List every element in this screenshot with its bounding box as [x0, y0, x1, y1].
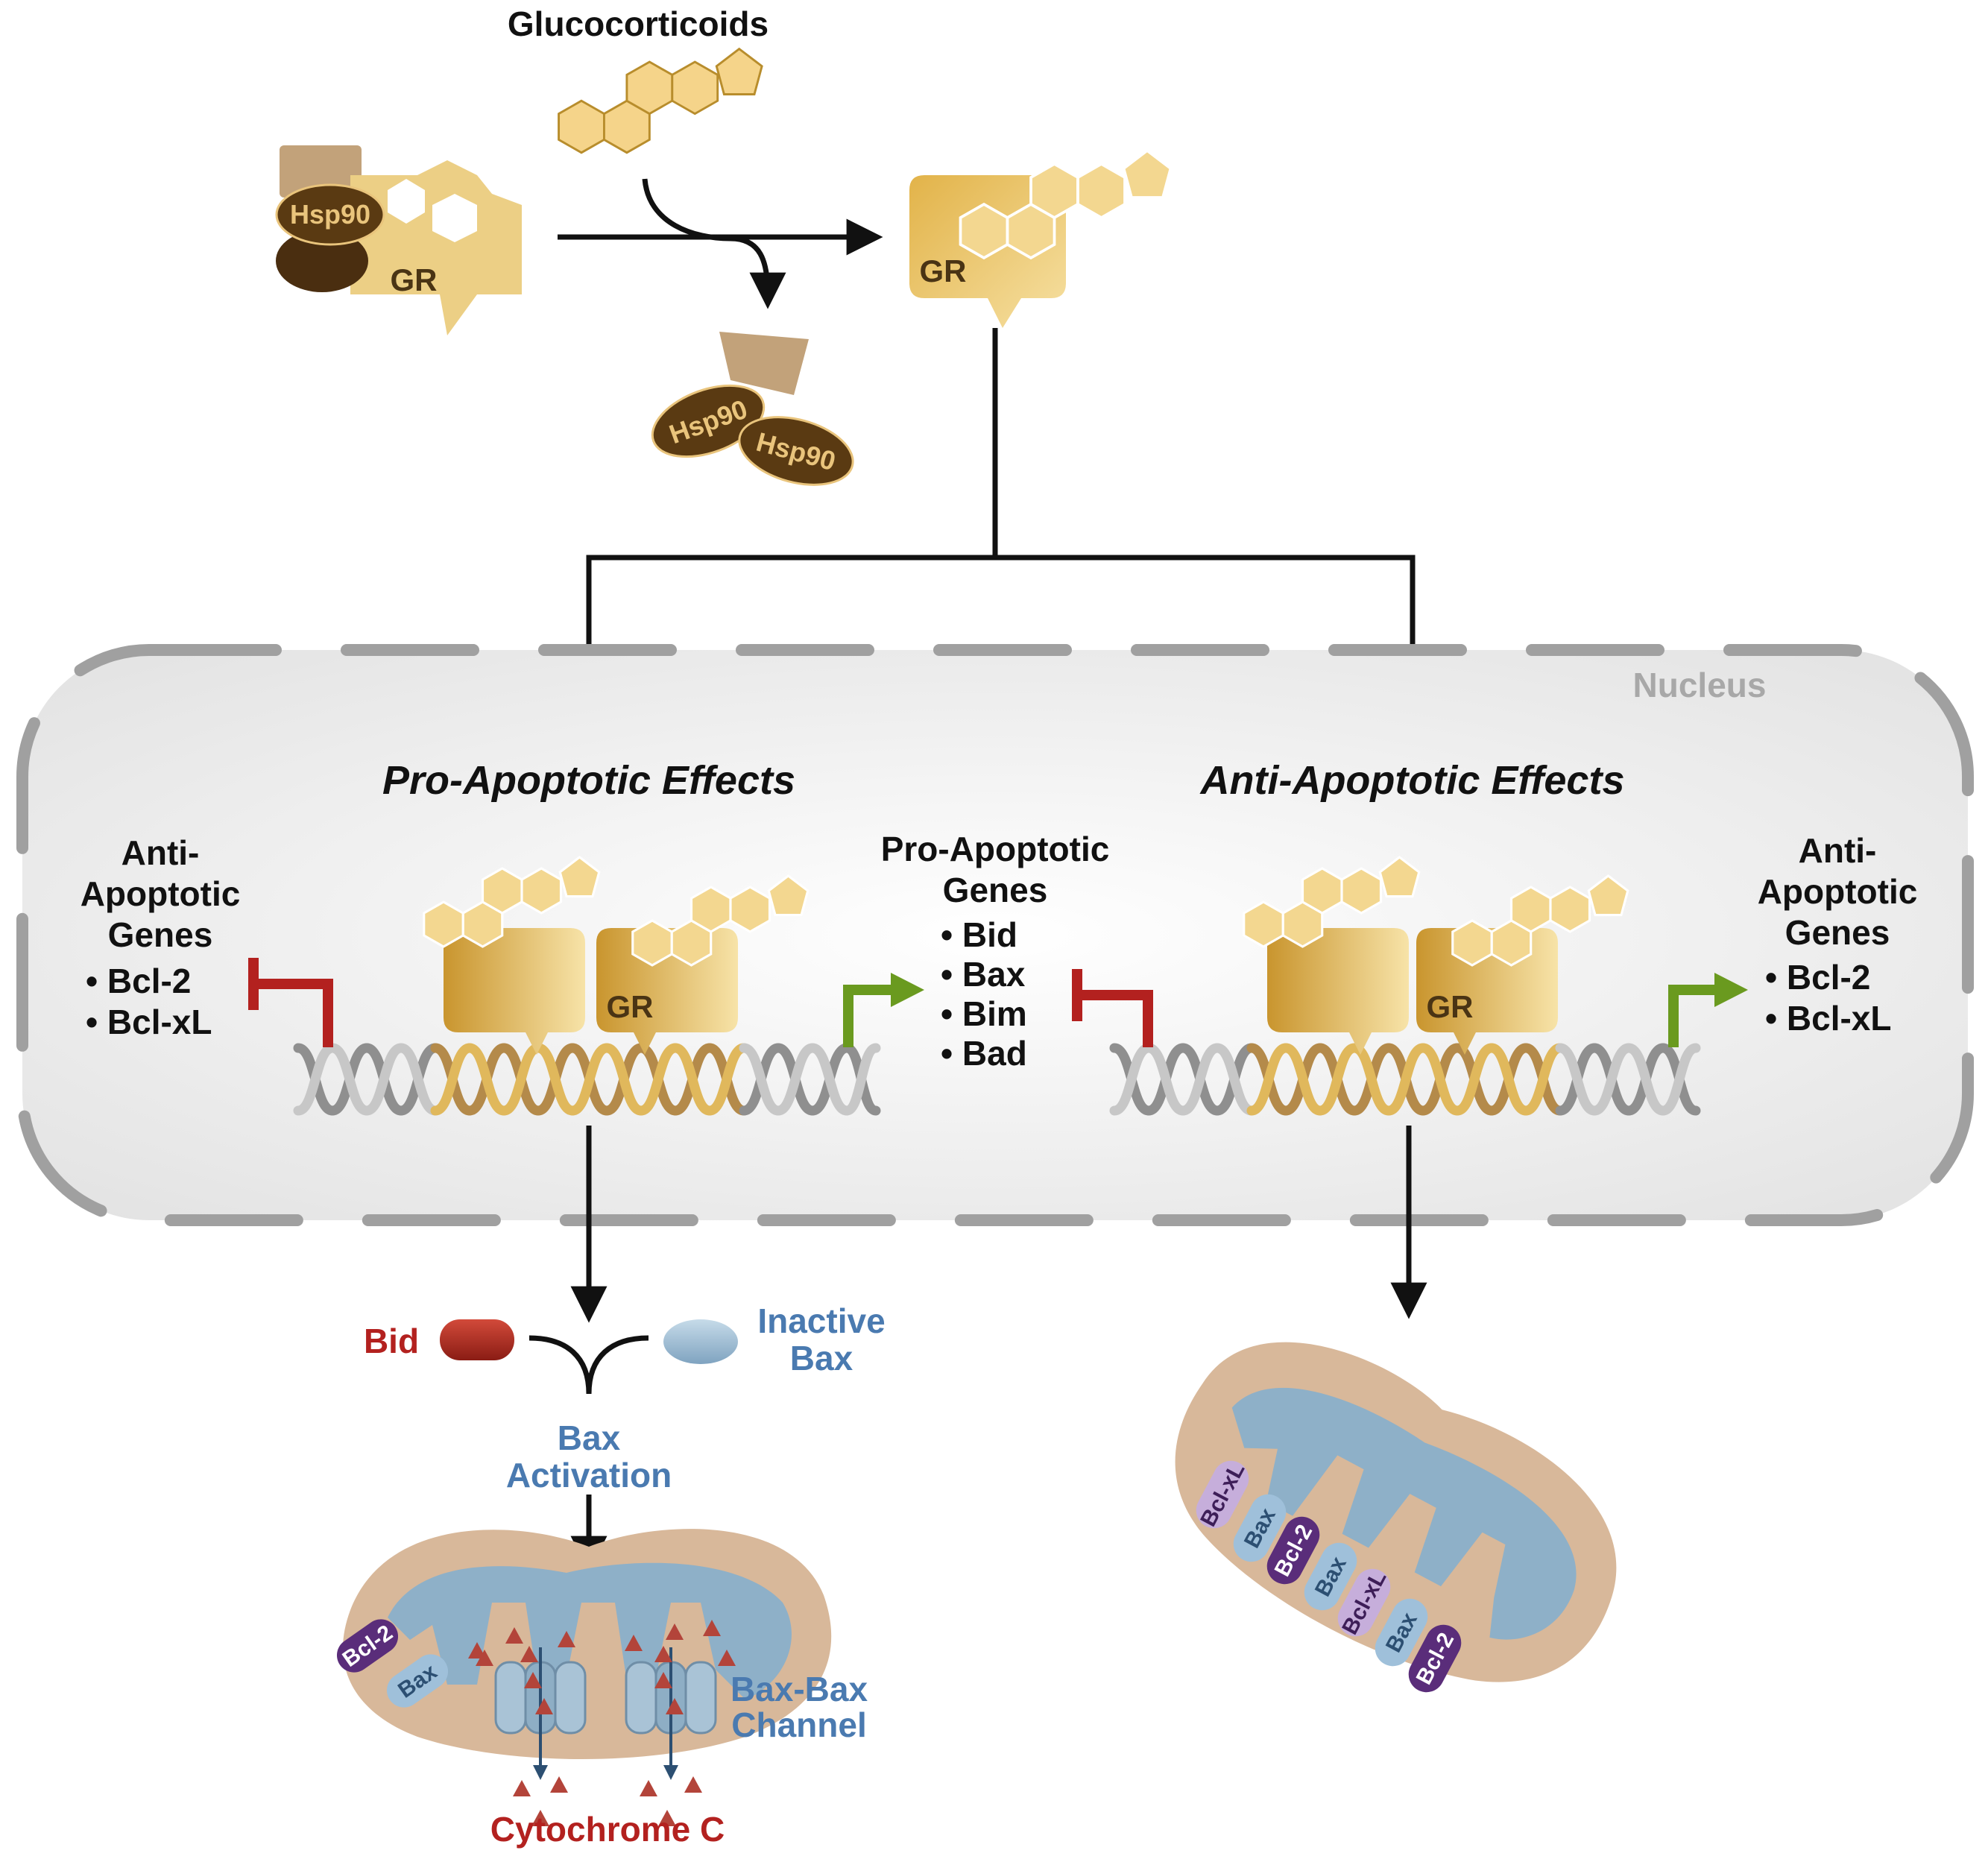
- activation-arrow-pro-head: [891, 973, 924, 1007]
- activated-gr: GR: [909, 149, 1173, 328]
- gr-dimer-left: GR: [423, 856, 810, 1055]
- mitochondrion-right: [1175, 1342, 1617, 1682]
- anti-apoptotic-genes-right: Anti- Apoptotic Genes • Bcl-2 • Bcl-xL: [1758, 831, 1918, 1038]
- svg-text:• Bcl-xL: • Bcl-xL: [1765, 999, 1891, 1038]
- hsp90-label: Hsp90: [290, 199, 370, 230]
- pro-apoptotic-effects-heading: Pro-Apoptotic Effects: [382, 758, 795, 803]
- gr-dimer-right: GR: [1243, 856, 1629, 1055]
- inhibition-bar-right: [1077, 990, 1153, 1047]
- bid-label: Bid: [364, 1322, 419, 1360]
- converge-bracket: [528, 1335, 649, 1395]
- released-hsp90: Hsp90 Hsp90: [651, 332, 854, 486]
- anti-apoptotic-effects-heading: Anti-Apoptotic Effects: [1199, 758, 1625, 803]
- bax-activation-label-1: Bax: [558, 1418, 621, 1457]
- gr-label: GR: [1427, 989, 1474, 1024]
- hsp90-release-arrow: [642, 178, 786, 309]
- inactive-bax-protein: [663, 1319, 738, 1364]
- svg-text:• Bcl-2: • Bcl-2: [1765, 958, 1870, 997]
- dna-helix-right: [1109, 1043, 1701, 1116]
- svg-text:Genes: Genes: [1785, 913, 1890, 952]
- dna-helix-left: [293, 1043, 881, 1116]
- svg-text:• Bcl-2: • Bcl-2: [86, 962, 191, 1000]
- svg-text:Anti-: Anti-: [1799, 831, 1877, 870]
- nucleus: Nucleus: [16, 644, 1974, 1226]
- svg-text:Apoptotic: Apoptotic: [1758, 872, 1918, 911]
- svg-text:Genes: Genes: [108, 915, 213, 954]
- cytochrome-c-label: Cytochrome C: [490, 1810, 725, 1849]
- cytochrome-c-particles: [468, 1620, 736, 1826]
- gr-label: GR: [391, 262, 438, 297]
- svg-text:Pro-Apoptotic: Pro-Apoptotic: [881, 830, 1110, 868]
- svg-text:• Bim: • Bim: [941, 994, 1027, 1033]
- svg-text:Anti-: Anti-: [122, 833, 200, 872]
- bax-channel-label-1: Bax-Bax: [730, 1670, 868, 1708]
- gr-label: GR: [920, 253, 967, 288]
- pro-apoptotic-genes: Pro-Apoptotic Genes • Bid • Bax • Bim • …: [881, 830, 1110, 1073]
- glucocorticoid-molecule: [558, 48, 763, 154]
- svg-text:Apoptotic: Apoptotic: [81, 874, 241, 913]
- gr-label: GR: [607, 989, 654, 1024]
- svg-text:• Bad: • Bad: [941, 1034, 1027, 1073]
- svg-text:• Bax: • Bax: [941, 955, 1026, 994]
- svg-text:Genes: Genes: [943, 871, 1048, 909]
- svg-text:• Bid: • Bid: [941, 915, 1017, 954]
- title-glucocorticoids: Glucocorticoids: [508, 4, 769, 43]
- bid-protein: [440, 1319, 514, 1360]
- activation-arrow-anti-head: [1714, 973, 1748, 1007]
- svg-text:• Bcl-xL: • Bcl-xL: [86, 1003, 212, 1041]
- activation-arrow-anti: [1668, 985, 1722, 1047]
- bax-channel-label-2: Channel: [731, 1705, 866, 1744]
- inactive-bax-label-2: Bax: [790, 1339, 853, 1377]
- inhibition-bar-left: [253, 979, 333, 1047]
- nucleus-label: Nucleus: [1633, 666, 1767, 704]
- bax-activation-label-2: Activation: [506, 1456, 672, 1495]
- gr-hsp90-complex: Hsp90 GR: [275, 145, 522, 335]
- inactive-bax-label-1: Inactive: [757, 1301, 885, 1340]
- anti-apoptotic-genes-left: Anti- Apoptotic Genes • Bcl-2 • Bcl-xL: [81, 833, 241, 1041]
- activation-arrow-pro: [843, 985, 898, 1047]
